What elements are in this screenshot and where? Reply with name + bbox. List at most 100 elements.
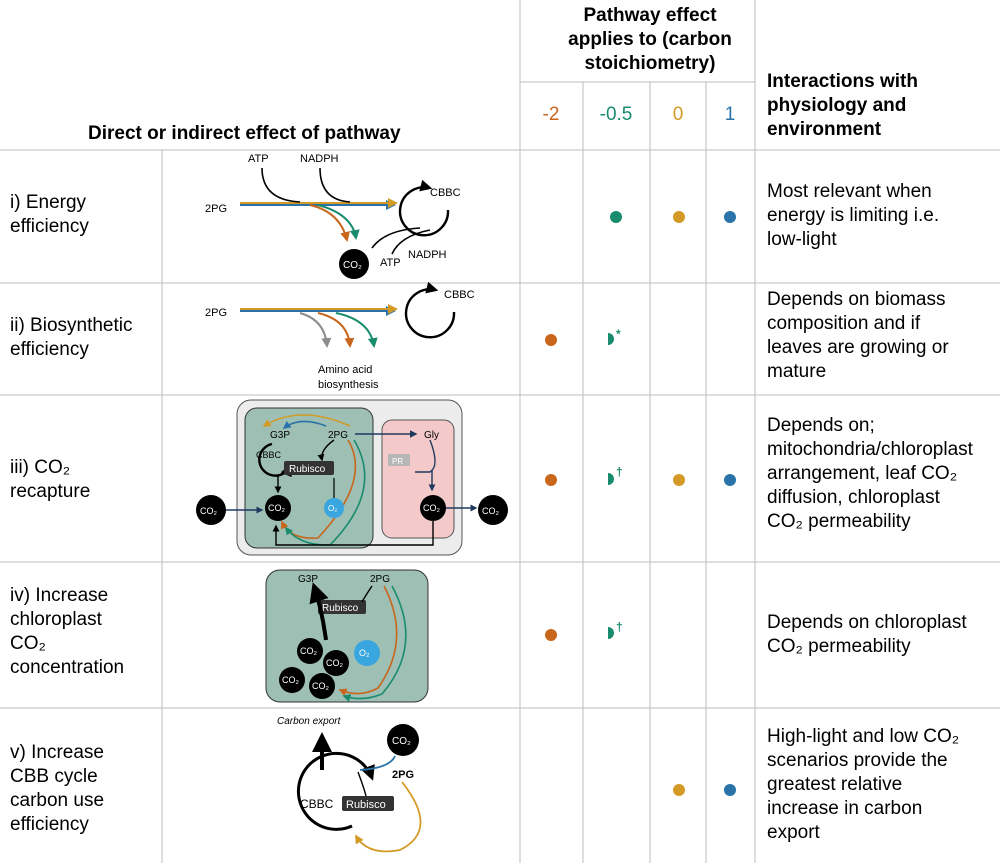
marker-dot-blue bbox=[724, 784, 736, 796]
marker-footnote: * bbox=[616, 327, 621, 341]
svg-text:CO₂: CO₂ bbox=[482, 506, 500, 516]
marker-dot-orange bbox=[545, 629, 557, 641]
note-line: scenarios provide the bbox=[767, 750, 948, 771]
row-label-energy: i) Energy efficiency bbox=[10, 191, 89, 239]
svg-text:2PG: 2PG bbox=[392, 769, 414, 781]
header-applies-line: stoichiometry) bbox=[584, 53, 716, 74]
row-label-line: CO₂ bbox=[10, 633, 46, 654]
note-line: composition and if bbox=[767, 313, 921, 334]
svg-text:Rubisco: Rubisco bbox=[322, 603, 359, 614]
svg-text:CO₂: CO₂ bbox=[200, 506, 218, 516]
row-label-cbb-efficiency: v) Increase CBB cycle carbon use efficie… bbox=[10, 741, 104, 837]
svg-text:Amino acid: Amino acid bbox=[318, 364, 372, 376]
row-label-line: efficiency bbox=[10, 339, 89, 360]
svg-text:CO₂: CO₂ bbox=[326, 658, 344, 668]
marker-dot-gold bbox=[673, 784, 685, 796]
stoich-label: -0.5 bbox=[599, 104, 633, 125]
marker-dot-green bbox=[610, 211, 622, 223]
row-notes-cbb-efficiency: High-light and low CO₂ scenarios provide… bbox=[767, 725, 959, 845]
biosynthesis-diagram: 2PG Amino acid biosynthesis CBBC bbox=[205, 281, 475, 391]
svg-text:CO₂: CO₂ bbox=[300, 646, 318, 656]
svg-text:PR: PR bbox=[392, 457, 403, 466]
note-line: CO₂ permeability bbox=[767, 636, 911, 657]
svg-text:CBBC: CBBC bbox=[430, 187, 461, 199]
note-line: increase in carbon bbox=[767, 798, 923, 819]
note-line: CO₂ permeability bbox=[767, 511, 911, 532]
row-label-line: concentration bbox=[10, 657, 125, 678]
marker-half-green bbox=[608, 473, 614, 485]
marker-half-green bbox=[608, 333, 614, 345]
svg-text:CBBC: CBBC bbox=[300, 797, 334, 811]
row-label-line: i) Energy bbox=[10, 192, 87, 213]
marker-footnote: † bbox=[616, 620, 623, 634]
row-notes-chloroplast-co2: Depends on chloroplast CO₂ permeability bbox=[767, 611, 967, 659]
note-line: low-light bbox=[767, 229, 837, 250]
note-line: greatest relative bbox=[767, 774, 903, 795]
note-line: diffusion, chloroplast bbox=[767, 487, 940, 508]
svg-text:CO₂: CO₂ bbox=[343, 260, 362, 271]
note-line: arrangement, leaf CO₂ bbox=[767, 463, 958, 484]
header-interactions: Interactions with physiology and environ… bbox=[767, 70, 918, 142]
marker-dot-orange bbox=[545, 334, 557, 346]
row-label-line: ii) Biosynthetic bbox=[10, 315, 133, 336]
row-label-line: efficiency bbox=[10, 814, 89, 835]
svg-text:O₂: O₂ bbox=[328, 504, 337, 513]
stoich-label: 0 bbox=[672, 104, 684, 125]
marker-dot-blue bbox=[724, 211, 736, 223]
svg-text:2PG: 2PG bbox=[205, 307, 227, 319]
marker-dot-blue bbox=[724, 474, 736, 486]
row-label-line: v) Increase bbox=[10, 742, 104, 763]
row-label-line: iv) Increase bbox=[10, 585, 109, 606]
header-interactions-line: environment bbox=[767, 119, 882, 140]
svg-text:NADPH: NADPH bbox=[300, 153, 339, 165]
svg-text:CBBC: CBBC bbox=[256, 450, 282, 460]
row-label-line: CBB cycle bbox=[10, 766, 98, 787]
svg-text:Rubisco: Rubisco bbox=[346, 799, 386, 811]
row-notes-energy: Most relevant when energy is limiting i.… bbox=[767, 180, 939, 252]
recapture-diagram: G3P 2PG Gly CBBC Rubisco CO₂ O₂ PR CO₂ C… bbox=[196, 399, 508, 556]
header-applies-line: Pathway effect bbox=[583, 5, 717, 26]
row-label-recapture: iii) CO₂ recapture bbox=[10, 456, 90, 504]
svg-text:2PG: 2PG bbox=[205, 203, 227, 215]
svg-text:biosynthesis: biosynthesis bbox=[318, 379, 379, 391]
stoich-label: -2 bbox=[542, 104, 560, 125]
svg-text:Carbon export: Carbon export bbox=[277, 716, 342, 727]
row-label-line: iii) CO₂ bbox=[10, 457, 71, 478]
svg-text:NADPH: NADPH bbox=[408, 249, 447, 261]
marker-dot-gold bbox=[673, 211, 685, 223]
row-label-line: efficiency bbox=[10, 216, 89, 237]
note-line: Depends on chloroplast bbox=[767, 612, 967, 633]
note-line: export bbox=[767, 822, 820, 843]
header-interactions-line: physiology and bbox=[767, 95, 907, 116]
row-notes-biosynthetic: Depends on biomass composition and if le… bbox=[767, 288, 949, 384]
svg-text:CO₂: CO₂ bbox=[282, 675, 300, 685]
header-applies-to: Pathway effect applies to (carbon stoich… bbox=[520, 4, 780, 76]
note-line: Depends on; bbox=[767, 415, 875, 436]
svg-text:CBBC: CBBC bbox=[444, 289, 475, 301]
energy-diagram: ATP NADPH 2PG CO₂ CBBC ATP NADPH bbox=[205, 153, 461, 279]
svg-text:CO₂: CO₂ bbox=[392, 736, 411, 747]
svg-text:ATP: ATP bbox=[248, 153, 269, 165]
svg-text:CO₂: CO₂ bbox=[312, 681, 330, 691]
row-notes-recapture: Depends on; mitochondria/chloroplast arr… bbox=[767, 414, 973, 534]
note-line: leaves are growing or bbox=[767, 337, 949, 358]
marker-half-green bbox=[608, 627, 614, 639]
svg-text:2PG: 2PG bbox=[370, 574, 390, 585]
marker-dot-orange bbox=[545, 474, 557, 486]
marker-dot-gold bbox=[673, 474, 685, 486]
header-applies-line: applies to (carbon bbox=[568, 29, 732, 50]
svg-text:2PG: 2PG bbox=[328, 430, 348, 441]
svg-text:CO₂: CO₂ bbox=[268, 503, 286, 513]
note-line: Most relevant when bbox=[767, 181, 932, 202]
marker-footnote: † bbox=[616, 465, 623, 479]
note-line: energy is limiting i.e. bbox=[767, 205, 940, 226]
svg-text:O₂: O₂ bbox=[359, 648, 370, 658]
chloroplast-co2-diagram: G3P 2PG Rubisco CO₂ CO₂ CO₂ CO₂ O₂ bbox=[265, 569, 429, 703]
row-label-line: chloroplast bbox=[10, 609, 102, 630]
note-line: mature bbox=[767, 361, 827, 382]
header-interactions-line: Interactions with bbox=[767, 71, 918, 92]
svg-text:G3P: G3P bbox=[298, 574, 318, 585]
row-label-biosynthetic: ii) Biosynthetic efficiency bbox=[10, 314, 133, 362]
header-direct-effect: Direct or indirect effect of pathway bbox=[88, 123, 401, 144]
